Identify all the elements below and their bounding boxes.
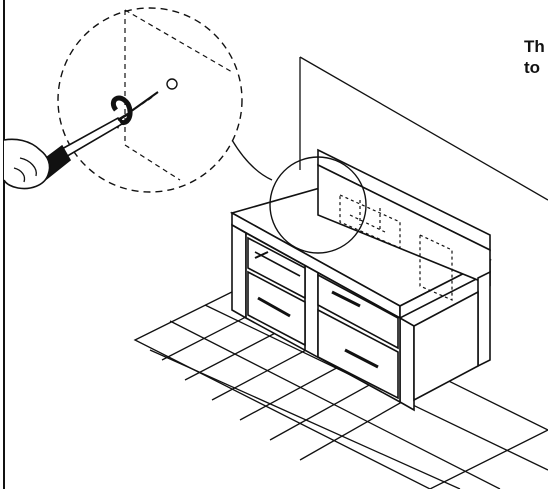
side-panel — [413, 290, 479, 402]
right-front-leg — [399, 316, 415, 412]
caption-line-2: to — [524, 58, 541, 77]
wall — [299, 56, 548, 201]
right-drawer-handle — [344, 348, 379, 369]
cabinet — [229, 148, 492, 412]
caption-line-1: Th — [524, 37, 545, 56]
screwdriver-icon — [3, 112, 129, 190]
upper-left-opening — [247, 236, 306, 300]
right-drawer — [317, 308, 399, 400]
leader-line — [231, 139, 273, 181]
upper-right-opening — [317, 273, 399, 350]
left-front-leg — [231, 223, 247, 320]
mounting-hardware — [339, 194, 453, 301]
zoom-circle — [57, 7, 243, 193]
detail-focus-circle — [269, 156, 367, 254]
screw-icon — [129, 91, 159, 113]
instruction-caption: Th to — [524, 36, 545, 78]
left-drawer-handle — [257, 296, 291, 318]
right-back-leg — [477, 270, 491, 368]
hand — [3, 138, 51, 190]
screw-hole — [166, 78, 178, 90]
